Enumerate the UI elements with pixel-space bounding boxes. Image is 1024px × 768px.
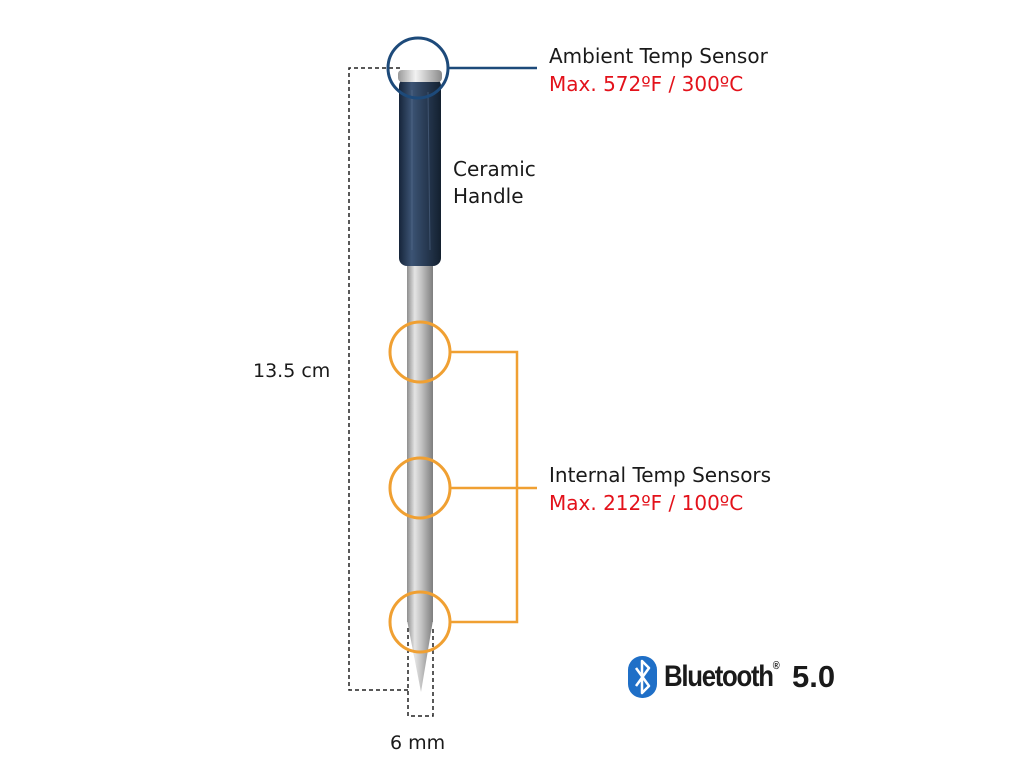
bluetooth-wordmark: Bluetooth® <box>664 660 785 694</box>
bluetooth-registered-mark: ® <box>772 660 780 672</box>
bluetooth-icon <box>628 656 657 698</box>
probe-tip <box>407 620 433 692</box>
bluetooth-word: Bluetooth <box>664 660 774 693</box>
length-label: 13.5 cm <box>253 360 331 382</box>
probe-shaft <box>407 250 433 622</box>
internal-sensors-callout <box>388 320 537 654</box>
ambient-sensor-max: Max. 572ºF / 300ºC <box>549 72 744 96</box>
probe <box>398 70 442 692</box>
handle-label-line1: Ceramic <box>453 157 536 181</box>
probe-cap <box>398 70 442 82</box>
handle-label-line2: Handle <box>453 184 524 208</box>
length-dimension-line <box>348 67 410 691</box>
internal-sensors-max: Max. 212ºF / 100ºC <box>549 491 744 515</box>
internal-sensors-title: Internal Temp Sensors <box>549 463 772 487</box>
ceramic-handle <box>399 78 441 266</box>
ambient-sensor-callout <box>386 36 537 100</box>
diameter-dimension-box <box>407 628 434 717</box>
bluetooth-version: 5.0 <box>792 659 836 694</box>
diameter-label: 6 mm <box>390 732 446 754</box>
ambient-sensor-title: Ambient Temp Sensor <box>549 44 768 68</box>
